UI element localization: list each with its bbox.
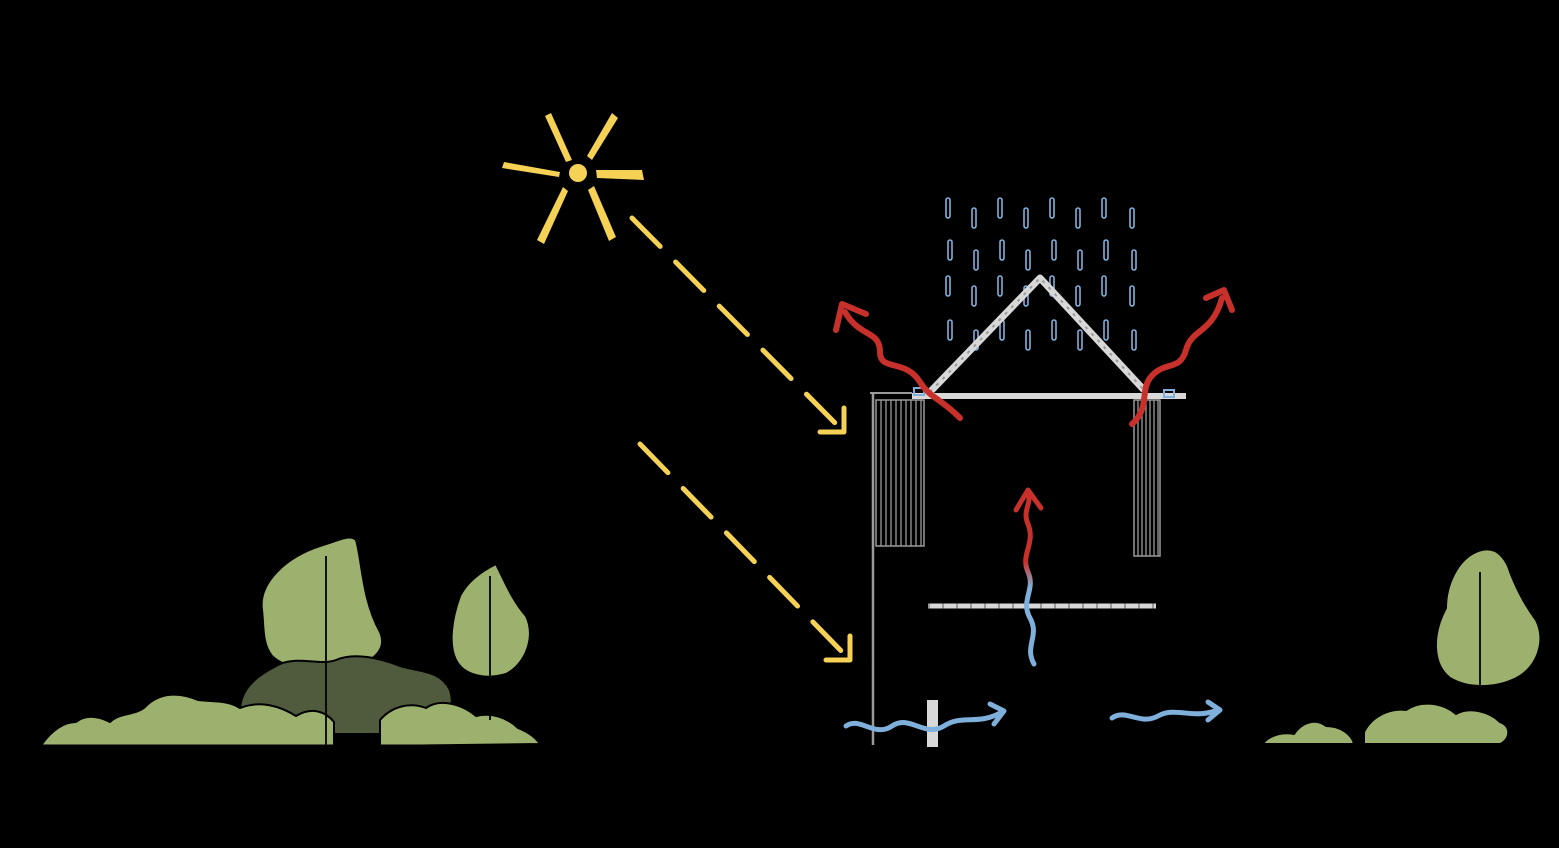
rain-drop <box>1075 285 1081 307</box>
rain-drop <box>945 275 951 297</box>
rain-drop <box>1023 207 1029 229</box>
sun-ray <box>596 170 644 180</box>
roof-eave-beam <box>912 393 1186 399</box>
rain-drop <box>1131 249 1137 271</box>
tree-canopy-tall <box>260 536 383 671</box>
shrub-light-left <box>41 693 335 747</box>
sun-ray <box>545 113 572 162</box>
tree-canopy-right <box>1435 548 1542 688</box>
rain-drop <box>1025 329 1031 351</box>
trees-left-icon <box>40 536 541 748</box>
gutter-right <box>1163 389 1175 398</box>
rain-drop <box>1103 239 1109 261</box>
rain-drop <box>1077 329 1083 351</box>
building <box>870 274 1186 747</box>
shrub-right-large <box>1363 702 1510 745</box>
shrub-right-small <box>1263 720 1355 745</box>
right-shading-louvers <box>1133 399 1161 557</box>
ground-post <box>927 700 938 747</box>
rain-drop <box>971 285 977 307</box>
sun-ray <box>537 187 568 244</box>
sun-ray <box>502 162 560 177</box>
rain-drop <box>971 207 977 229</box>
left-shading-louvers <box>875 399 925 547</box>
rain-drop <box>945 197 951 219</box>
rain-drop <box>1075 207 1081 229</box>
breeze-right-arrow <box>1109 699 1223 723</box>
rain-drop <box>1077 249 1083 271</box>
rain-drop <box>1131 329 1137 351</box>
sun-disc <box>569 164 587 182</box>
rain-drop <box>1129 285 1135 307</box>
rain-drop <box>1129 207 1135 229</box>
rain-drop <box>947 319 953 341</box>
sun-icon <box>502 113 644 244</box>
rain-drop <box>1101 275 1107 297</box>
rain-drop <box>1101 197 1107 219</box>
rain-drop <box>999 239 1005 261</box>
shrub-light-right <box>379 701 541 747</box>
heat-left-arrow <box>833 301 963 421</box>
rain-drop <box>947 239 953 261</box>
breeze-left-arrow <box>843 701 1007 733</box>
rain-drop <box>997 197 1003 219</box>
rain-drops-icon <box>945 197 1137 351</box>
rain-drop <box>1051 319 1057 341</box>
rain-drop <box>973 249 979 271</box>
sunlight-lower-arrow <box>637 441 853 663</box>
pitched-roof-icon <box>927 274 1147 395</box>
trees-right-icon <box>1262 548 1542 748</box>
sunlight-upper-arrow <box>629 215 847 435</box>
rain-drop <box>1025 249 1031 271</box>
sun-ray <box>588 186 616 241</box>
rain-drop <box>997 275 1003 297</box>
rain-drop <box>1051 239 1057 261</box>
heat-right-arrow <box>1129 287 1235 427</box>
sun-ray <box>587 113 618 160</box>
stack-ventilation-arrow <box>1013 487 1044 667</box>
rain-drop <box>1049 197 1055 219</box>
rain-drop <box>1103 319 1109 341</box>
